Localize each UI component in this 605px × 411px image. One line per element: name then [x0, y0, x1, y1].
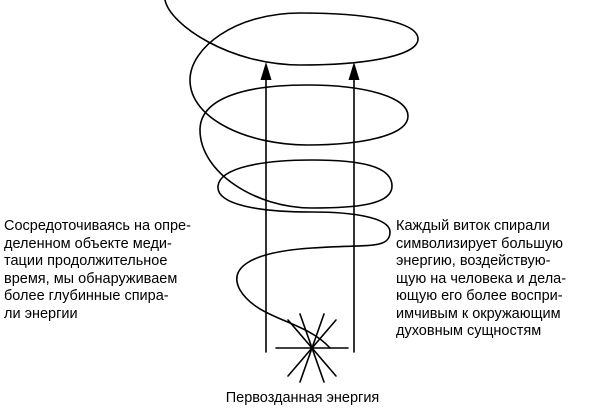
right-caption-line: Каждый виток спирали [396, 218, 550, 234]
left-caption: Сосредоточиваясь на опре- деленном объек… [4, 218, 196, 323]
right-caption-line: щую на человека и дела- [396, 270, 567, 287]
right-caption: Каждый виток спирали символизирует больш… [396, 218, 601, 341]
right-caption-line: ющую его более воспри- [396, 288, 563, 304]
left-caption-line: ли энергии [4, 305, 78, 322]
left-caption-line: деленном объекте меди- [4, 235, 172, 252]
left-caption-line: время, мы обнаруживаем [4, 270, 178, 287]
left-caption-line: Сосредоточиваясь на опре- [4, 218, 191, 234]
right-caption-line: символизирует большую [396, 235, 563, 252]
right-caption-line: имчивым к окружающим [396, 305, 561, 322]
left-caption-line: тации продолжительное [4, 253, 168, 269]
arrowhead-icon [348, 62, 360, 80]
bottom-caption: Первозданная энергия [225, 390, 380, 406]
arrowhead-icon [260, 62, 272, 80]
energy-spiral [164, 0, 419, 349]
right-caption-line: энергию, воздействую- [396, 253, 551, 269]
left-caption-line: более глубинные спира- [4, 288, 169, 304]
star-burst-icon [275, 313, 349, 383]
right-caption-line: духовным сущностям [396, 323, 542, 339]
